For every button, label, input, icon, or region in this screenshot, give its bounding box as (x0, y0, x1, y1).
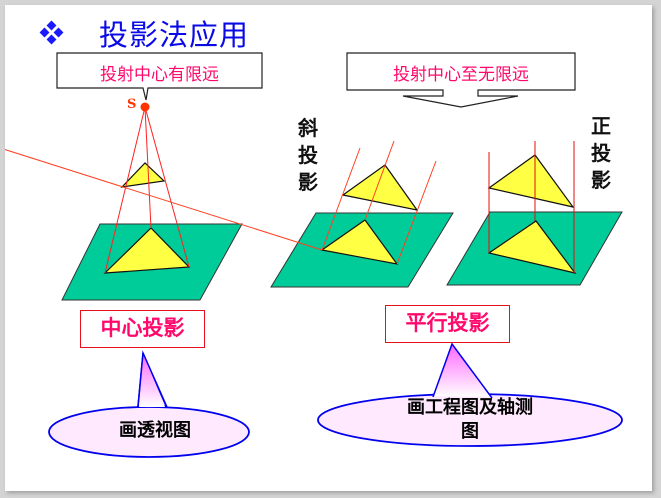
oblique-projection-diagram (5, 140, 454, 288)
callout-infinite-text: 投射中心至无限远 (393, 65, 529, 85)
callout-finite-center (56, 52, 263, 101)
oval-callout-perspective (48, 350, 250, 458)
callout-finite-text: 投射中心有限远 (100, 65, 219, 85)
central-projection-label: 中心投影 (80, 310, 205, 348)
oblique-projection-label: 斜 投 影 (298, 116, 318, 194)
point-label-s: S (127, 97, 137, 112)
callout-infinite-center (346, 52, 576, 108)
title-row: 投影法应用 (39, 13, 250, 53)
projection-center-point (140, 102, 150, 112)
central-projection-diagram (61, 102, 243, 301)
parallel-projection-label: 平行投影 (385, 305, 510, 343)
page-title: 投影法应用 (99, 18, 250, 52)
orthographic-projection-diagram (446, 141, 623, 286)
oval-callout-engineering (317, 342, 623, 447)
perspective-drawing-text: 画透视图 (119, 420, 191, 441)
engineering-drawing-text: 画工程图及轴测 图 (407, 397, 533, 442)
orthographic-projection-label: 正 投 影 (591, 114, 611, 192)
slide: 投影法应用 (5, 5, 652, 491)
projection-diagrams (5, 52, 623, 458)
